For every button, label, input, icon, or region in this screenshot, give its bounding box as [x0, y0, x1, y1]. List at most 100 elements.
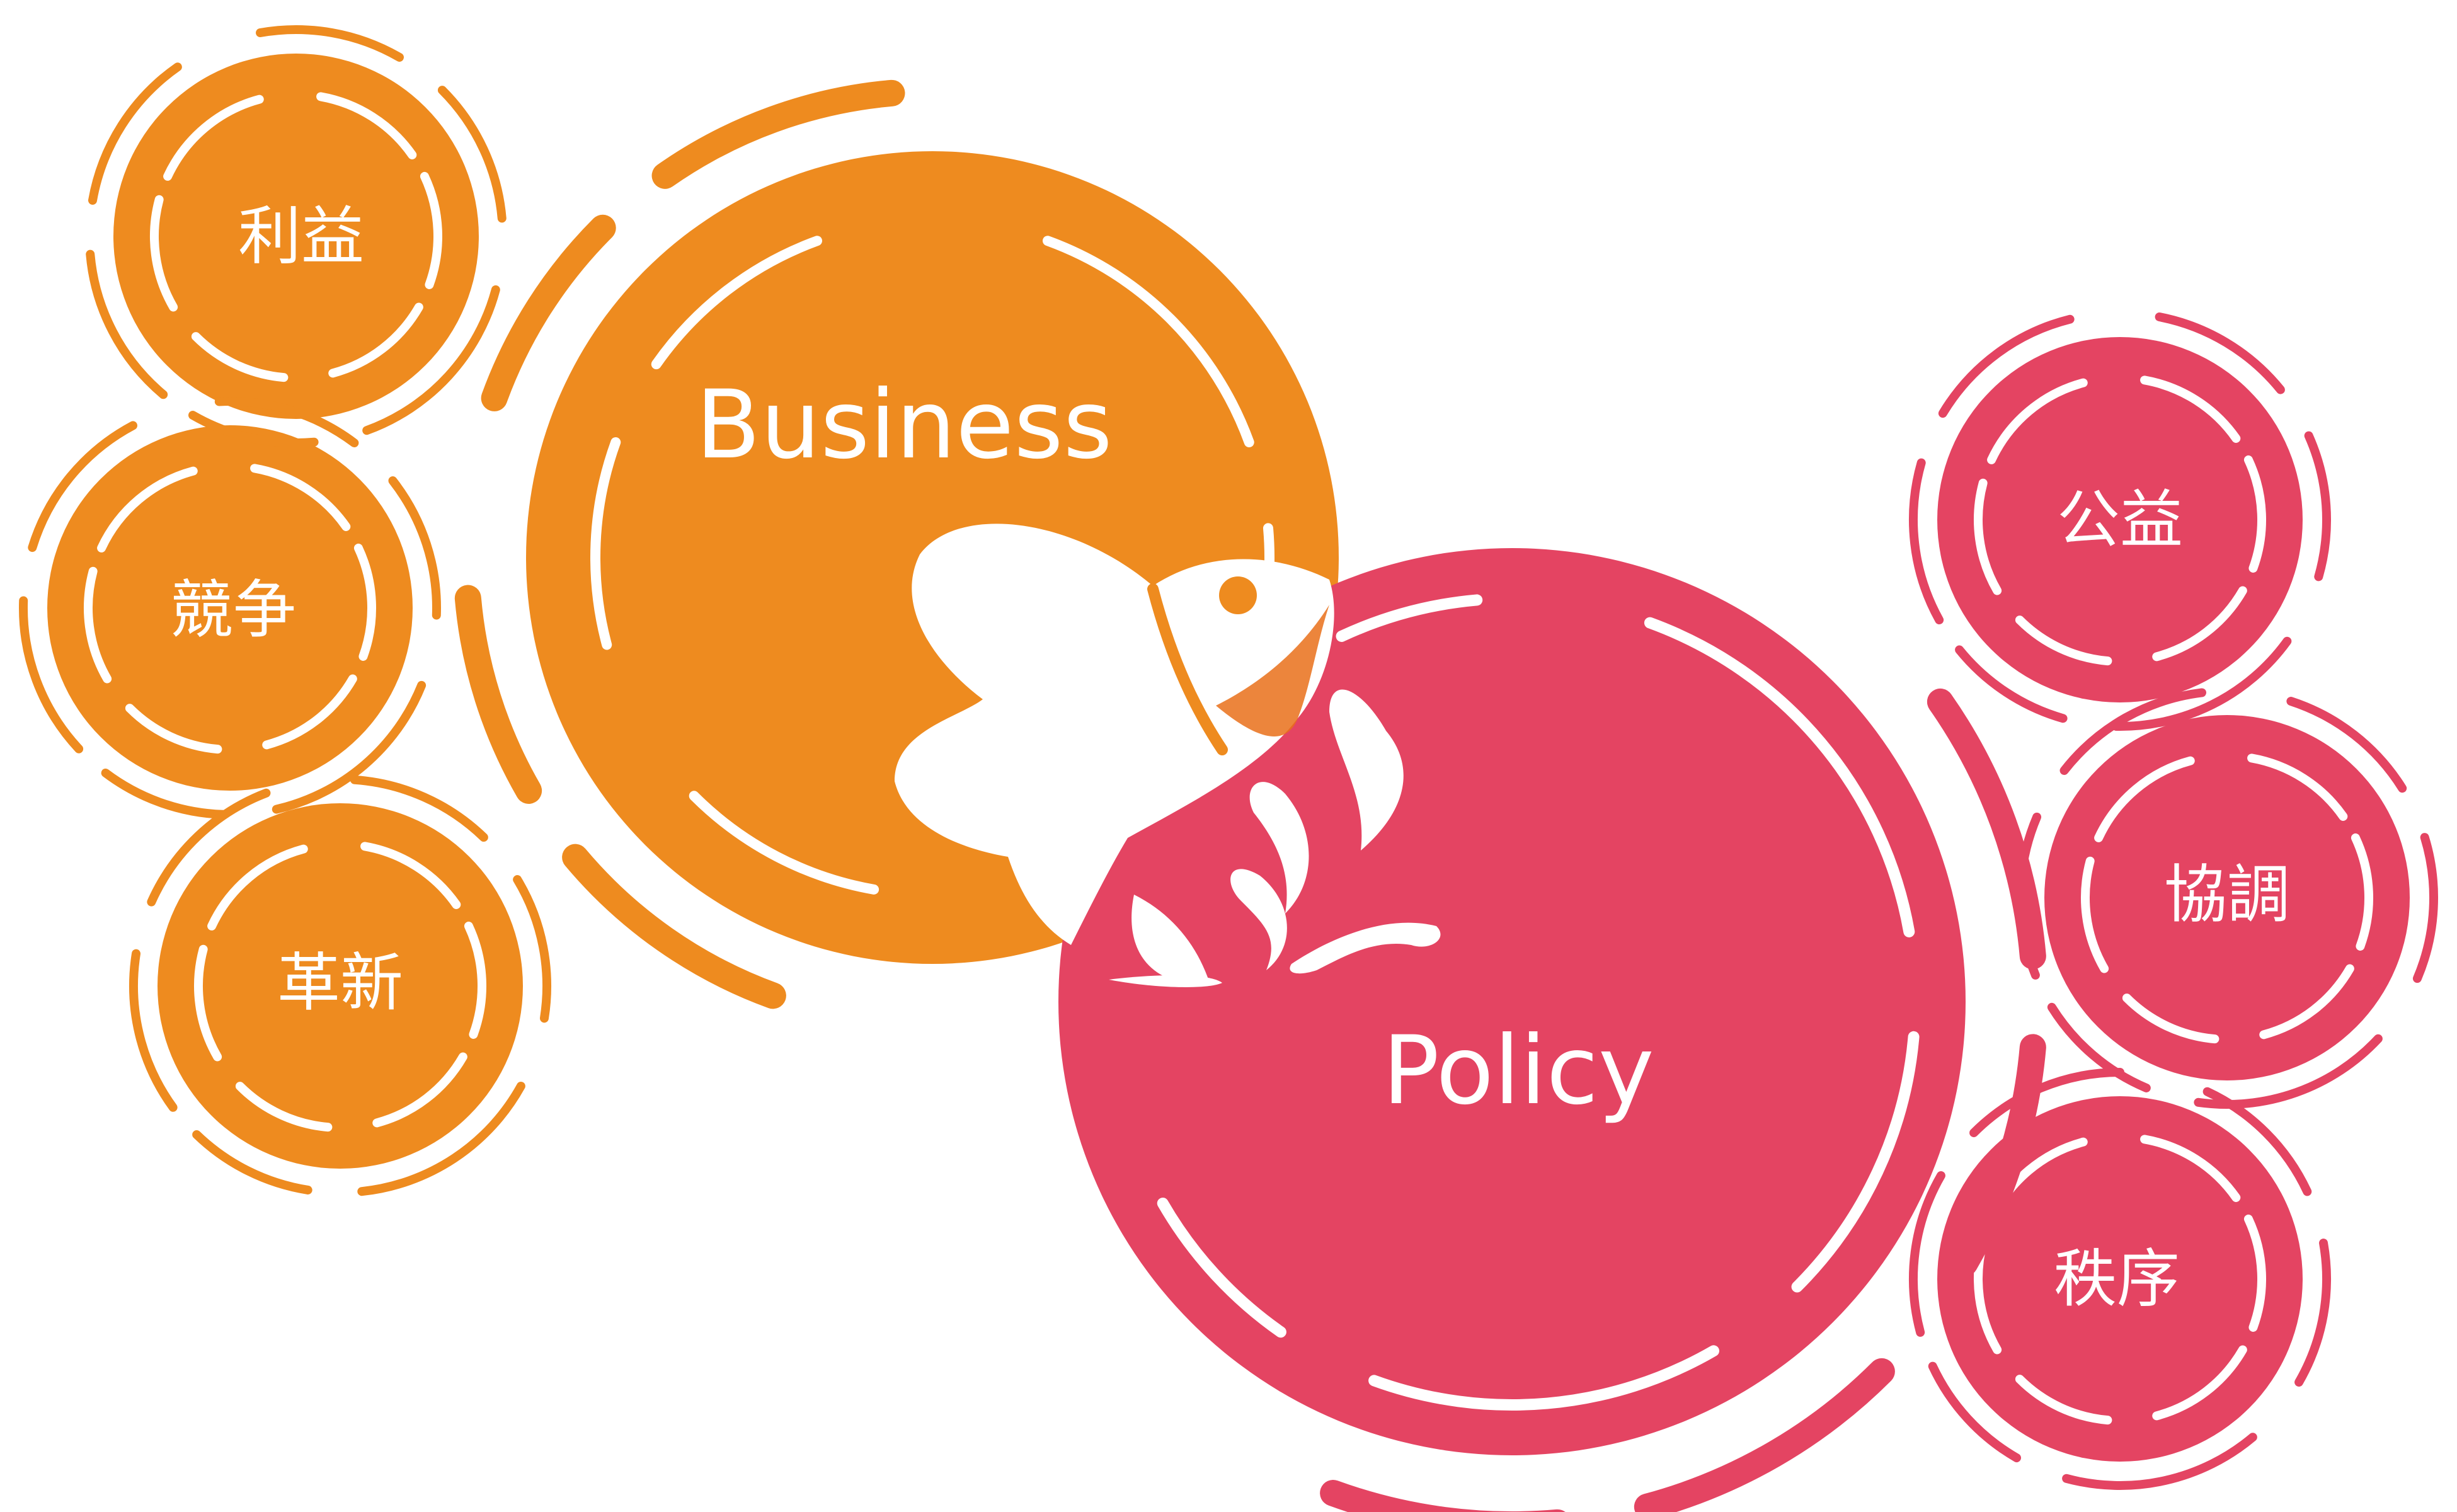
inner-arc	[125, 704, 222, 754]
outer-arc	[256, 25, 404, 62]
inner-arc	[163, 94, 264, 181]
policy-value-circle-3	[1937, 1096, 2303, 1462]
inner-arc	[1368, 1345, 1719, 1411]
inner-arc	[191, 332, 289, 382]
outer-arc	[188, 411, 319, 447]
inner-arc	[689, 791, 879, 895]
inner-arc	[1974, 478, 2002, 595]
inner-arc	[2140, 1135, 2241, 1202]
inner-arc	[1987, 378, 2088, 464]
outer-arc	[192, 1130, 312, 1194]
outer-arc	[2059, 688, 2207, 776]
outer-arc	[19, 596, 84, 753]
inner-arc	[316, 92, 417, 159]
inner-arc	[1336, 594, 1483, 642]
outer-arc	[1928, 1361, 2021, 1463]
policy-value-label-1: 公益	[2057, 483, 2183, 557]
inner-arc	[262, 674, 357, 750]
outer-arc	[437, 86, 507, 223]
inner-arc	[1791, 1031, 1920, 1293]
outer-arc	[2112, 636, 2292, 731]
outer-arc	[272, 680, 427, 814]
inner-arc	[590, 437, 621, 650]
inner-arc	[2247, 753, 2348, 821]
inner-arc	[84, 566, 112, 684]
outer-arc	[214, 397, 359, 448]
outer-arc	[86, 249, 168, 399]
inner-arc	[464, 921, 486, 1039]
outer-arc	[362, 285, 500, 435]
inner-arc	[328, 302, 423, 378]
business-value-circle-3	[158, 803, 523, 1169]
outer-arc	[101, 768, 227, 819]
outer-arc	[454, 585, 542, 804]
inner-arc	[1042, 236, 1254, 448]
outer-arc	[388, 476, 441, 620]
inner-arc	[2081, 856, 2109, 973]
inner-arc	[2094, 756, 2195, 842]
outer-arc	[2047, 1002, 2151, 1092]
outer-arc	[562, 844, 786, 1009]
inner-arc	[2122, 994, 2219, 1044]
outer-arc	[2286, 697, 2407, 793]
outer-arc	[1938, 314, 2075, 418]
outer-arc	[2304, 431, 2331, 581]
outer-arc	[2294, 1239, 2332, 1387]
outer-arc	[2062, 1433, 2257, 1490]
inner-arc	[1157, 1198, 1286, 1338]
inner-arc	[2015, 616, 2112, 666]
policy-label: Policy	[1382, 1016, 1654, 1126]
inner-arc	[150, 195, 178, 312]
outer-arc	[651, 79, 905, 189]
policy-value-label-3: 秩序	[2054, 1242, 2180, 1316]
outer-arc	[88, 62, 182, 205]
outer-arc	[2412, 833, 2438, 983]
inner-arc	[360, 842, 461, 909]
outer-arc	[481, 214, 616, 411]
inner-arc	[2152, 1345, 2247, 1421]
inner-arc	[2351, 833, 2373, 951]
inner-arc	[207, 844, 308, 931]
inner-arc	[97, 466, 198, 553]
inner-arc	[194, 944, 222, 1062]
business-value-circle-1	[113, 54, 479, 419]
inner-arc	[250, 464, 351, 531]
outer-arc	[1951, 1034, 2046, 1276]
inner-arc	[235, 1082, 333, 1132]
inner-arc	[1644, 617, 1915, 937]
outer-arc	[2155, 312, 2285, 394]
policy-value-label-2: 協調	[2164, 858, 2290, 932]
inner-arc	[651, 236, 823, 370]
outer-arc	[357, 1082, 525, 1196]
business-value-label-3: 革新	[277, 946, 403, 1020]
policy-value-circle-2	[2044, 715, 2410, 1080]
outer-arc	[1909, 1171, 1945, 1337]
inner-arc	[420, 171, 442, 289]
outer-arc	[350, 775, 488, 842]
business-value-label-2: 競争	[170, 573, 296, 647]
business-value-circle-2	[47, 425, 413, 791]
policy-value-circle-1	[1937, 337, 2303, 702]
outer-arc	[129, 949, 178, 1112]
inner-arc	[2140, 375, 2241, 443]
outer-arc	[1634, 1358, 1895, 1512]
inner-arc	[2259, 964, 2354, 1040]
inner-arc	[2015, 1375, 2112, 1425]
outer-arc	[1955, 645, 2068, 723]
inner-arc	[2243, 455, 2266, 573]
inner-arc	[372, 1052, 467, 1128]
outer-arc	[1320, 1479, 1566, 1512]
fish-icon	[895, 524, 1441, 987]
decorative-arcs	[19, 25, 2438, 1512]
fish-eye	[1219, 576, 1257, 614]
outer-arc	[1927, 688, 2046, 970]
outer-arc	[28, 421, 138, 553]
policy-circle	[1058, 548, 1966, 1455]
inner-arc	[353, 543, 376, 661]
outer-arc	[2202, 1087, 2312, 1196]
outer-arc	[513, 875, 551, 1023]
business-value-label-1: 利益	[238, 200, 364, 273]
outer-arc	[147, 788, 271, 907]
business-label: Business	[696, 370, 1112, 480]
